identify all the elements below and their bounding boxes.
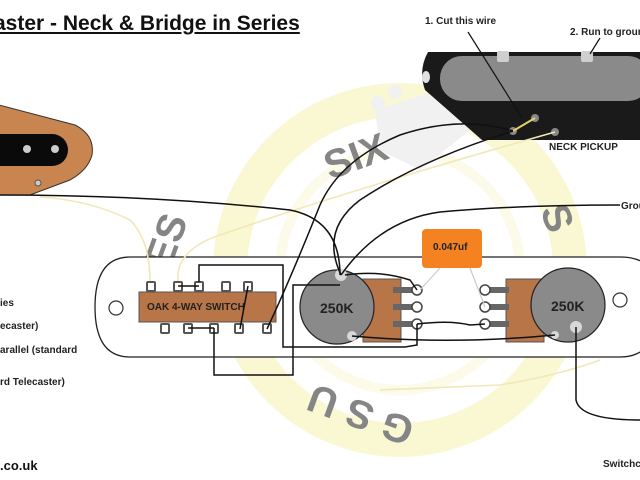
volume-pot-lugs — [393, 284, 423, 330]
switch-position-note-2: ecaster) — [0, 321, 39, 332]
switchcraft-annotation: Switchc — [603, 459, 640, 470]
tone-pot-value: 250K — [551, 298, 584, 314]
mounting-hole — [34, 179, 42, 187]
switch-label: OAK 4-WAY SWITCH — [147, 302, 245, 313]
capacitor-value: 0.047uf — [433, 242, 468, 253]
white-wires — [39, 131, 601, 391]
plate-screw-hole — [612, 292, 628, 308]
tone-pot-lugs — [479, 284, 509, 330]
capacitor: 0.047uf — [419, 229, 486, 308]
pole-piece — [23, 145, 31, 153]
black-wires — [0, 123, 640, 421]
tone-pot: 250K — [479, 267, 606, 343]
bridge-pickup — [0, 104, 93, 196]
volume-pot: 250K — [299, 269, 423, 345]
neck-pickup-label: NECK PICKUP — [549, 142, 618, 153]
page-title: aster - Neck & Bridge in Series — [0, 12, 300, 35]
plate-screw-hole — [108, 300, 124, 316]
oak-4-way-switch: OAK 4-WAY SWITCH — [138, 281, 277, 334]
switch-position-note-3: arallel (standard — [0, 345, 78, 356]
pole-piece — [51, 145, 59, 153]
run-to-ground-annotation: 2. Run to groun — [570, 27, 640, 38]
website-link[interactable]: .co.uk — [0, 458, 38, 473]
ground-annotation: Grou — [621, 201, 640, 212]
cut-wire-annotation: 1. Cut this wire — [425, 16, 497, 27]
switch-position-note-1: ies — [0, 298, 14, 309]
switch-position-note-4: rd Telecaster) — [0, 377, 65, 388]
cut-wire-leader — [467, 31, 523, 119]
volume-pot-value: 250K — [320, 300, 353, 316]
ground-leader — [589, 37, 601, 55]
